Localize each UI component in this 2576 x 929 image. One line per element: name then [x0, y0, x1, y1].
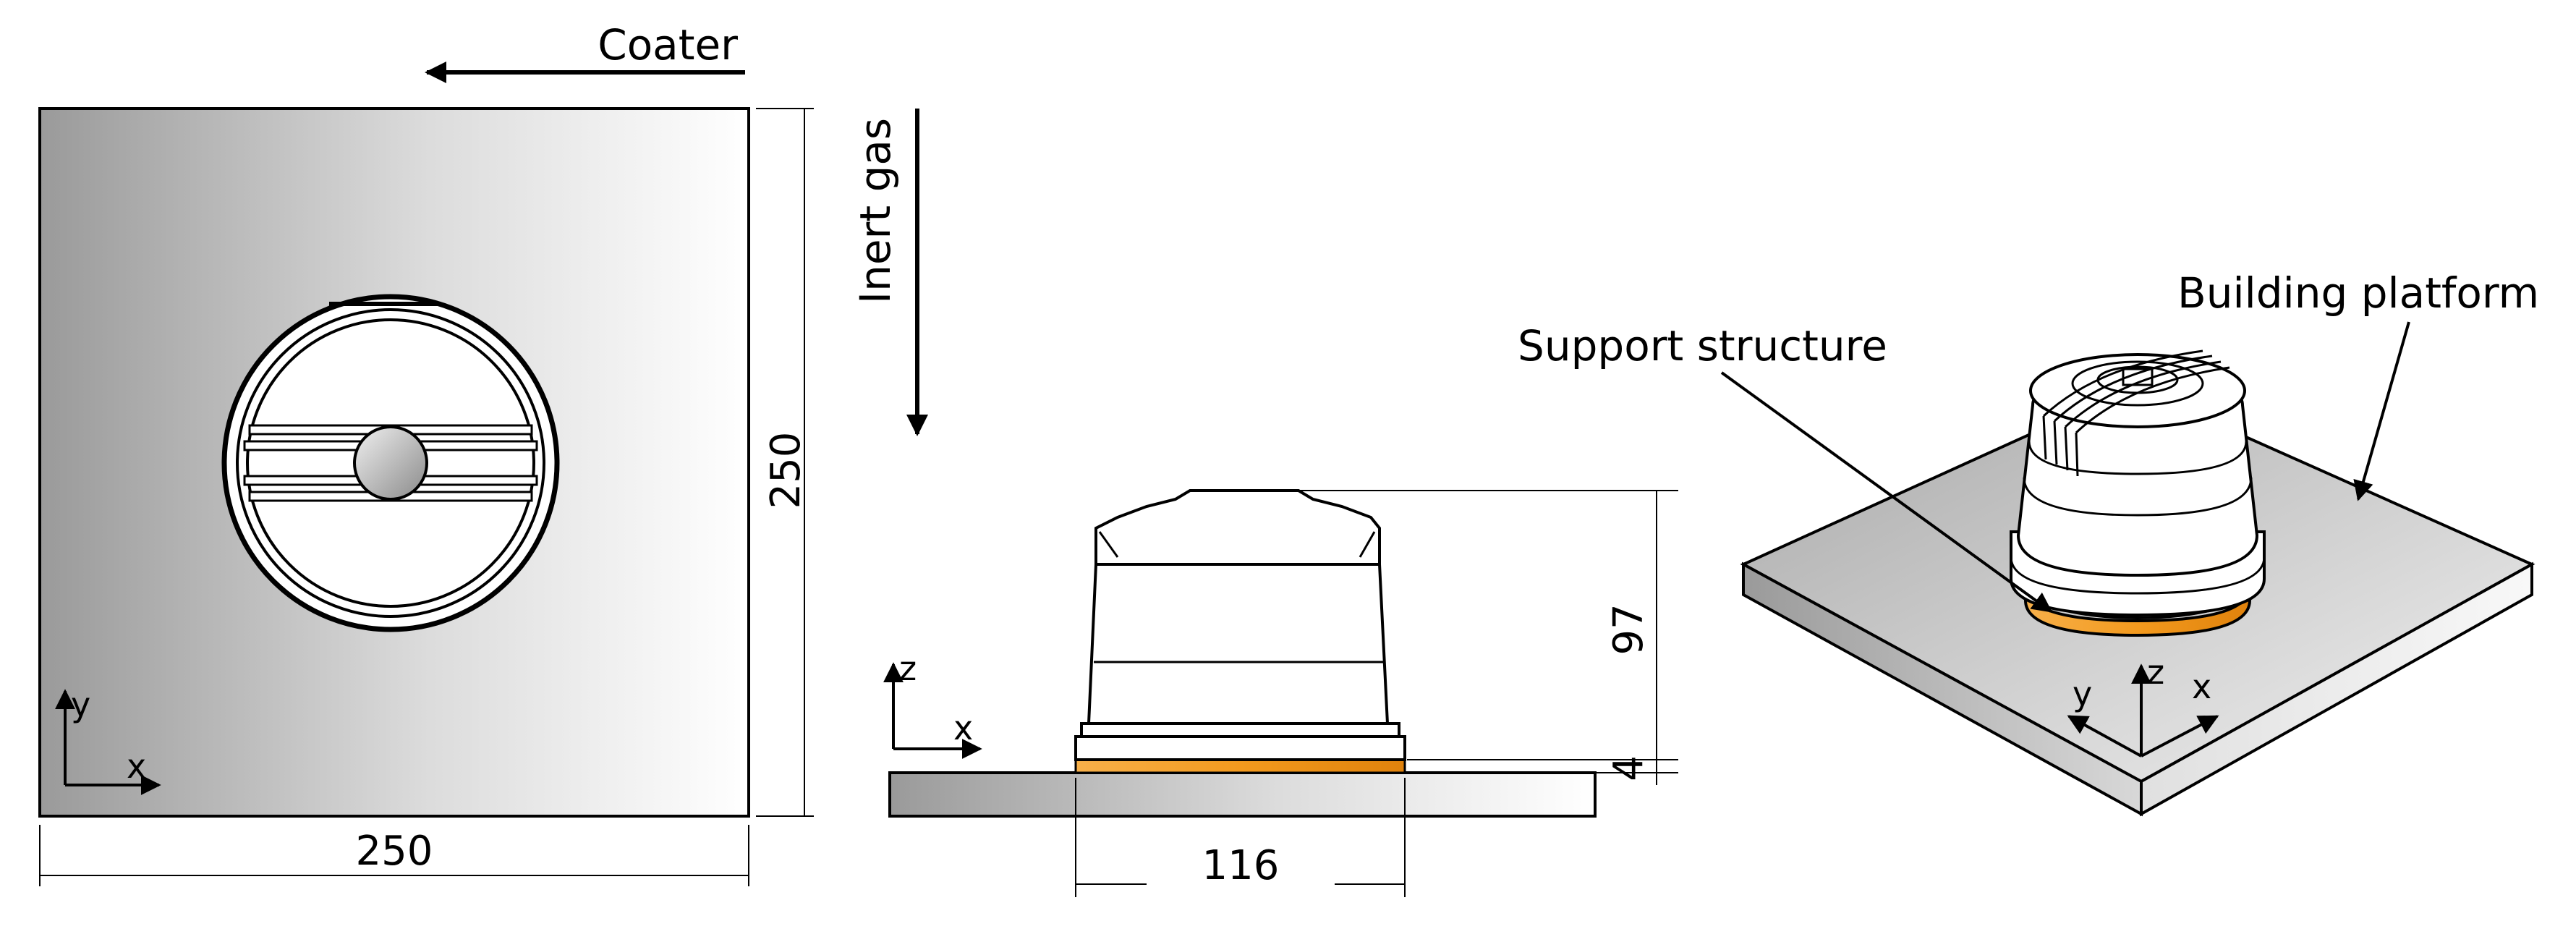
axis-x-label: x: [127, 747, 146, 786]
part-top-view: [221, 294, 560, 632]
support-structure-leader: [1720, 371, 2053, 613]
platform-width-value: 250: [356, 828, 433, 875]
center-boss: [353, 425, 428, 501]
part-height-value: 97: [1605, 603, 1652, 655]
side-view: Inert gas z x 97: [851, 109, 1678, 897]
coater-label: Coater: [598, 20, 738, 69]
support-structure-label: Support structure: [1518, 321, 1887, 370]
dimension-part-diameter: 116: [1075, 778, 1406, 897]
support-structure-side-view: [1074, 758, 1406, 774]
building-platform-side-view: [888, 771, 1597, 818]
dimension-platform-height: 250: [756, 108, 814, 817]
iso-axis-x-label: x: [2192, 667, 2211, 706]
dimension-part-height: 97 4: [1194, 490, 1678, 785]
axis-y-label: y: [71, 685, 90, 724]
dimension-platform-width: 250: [39, 825, 749, 886]
inert-gas-label: Inert gas: [851, 118, 900, 304]
axes-iso: z y x: [2067, 653, 2219, 758]
iso-axis-z-label: z: [2147, 653, 2164, 692]
axes-top-view: y x: [55, 685, 161, 795]
part-iso: [2010, 349, 2266, 637]
support-height-value: 4: [1605, 755, 1652, 781]
axis-x-label-side: x: [953, 708, 973, 747]
top-view: Coater y x: [38, 20, 814, 886]
part-side-view: [1074, 489, 1406, 761]
building-platform-label: Building platform: [2177, 268, 2539, 318]
axes-side-view: z x: [883, 649, 982, 759]
isometric-view: z y x Building platform Support structur…: [1518, 268, 2539, 817]
axis-z-label: z: [899, 649, 917, 688]
part-diameter-value: 116: [1202, 842, 1280, 889]
building-platform-leader: [2353, 321, 2410, 501]
iso-axis-y-label: y: [2073, 674, 2092, 713]
platform-height-value: 250: [762, 432, 809, 509]
